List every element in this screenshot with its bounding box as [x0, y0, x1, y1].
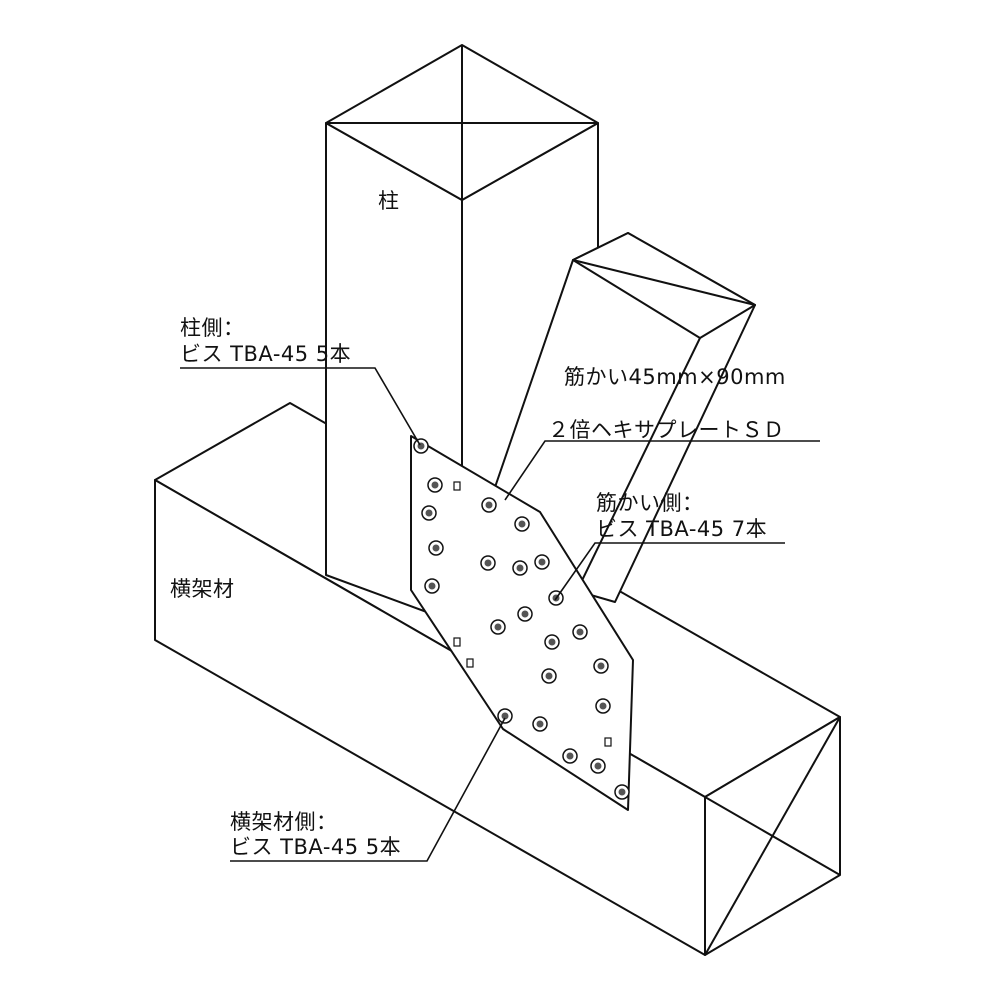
screw-head [480, 555, 496, 571]
screw-head [427, 477, 443, 493]
beam-label: 横架材 [170, 577, 235, 601]
screw-head [428, 540, 444, 556]
screw-head [424, 578, 440, 594]
hexa-plate [410, 435, 634, 811]
plate-slot [604, 737, 612, 747]
plate-label: ２倍ヘキサプレートＳＤ [548, 418, 785, 442]
leader-beam-side [230, 717, 506, 862]
screw-head [590, 758, 606, 774]
screw-head [512, 560, 528, 576]
column-side-label-line1: 柱側： [180, 316, 245, 340]
screw-head [532, 716, 548, 732]
column-label: 柱 [378, 189, 400, 213]
brace-end-diagonal [572, 259, 756, 306]
screw-head [490, 619, 506, 635]
plate-slot [466, 658, 474, 668]
leader-brace-side [554, 542, 785, 601]
screw-head [534, 554, 550, 570]
screw-head [481, 497, 497, 513]
screw-head [413, 438, 429, 454]
screw-group [413, 438, 630, 800]
leader-column-side [180, 367, 421, 446]
screw-head [517, 606, 533, 622]
screw-head [593, 658, 609, 674]
plate-slot [453, 481, 461, 491]
screw-head [421, 505, 437, 521]
screw-head [572, 624, 588, 640]
column-side-label-line2: ビス TBA-45 5本 [180, 342, 352, 366]
screw-head [595, 698, 611, 714]
slot-group [453, 481, 612, 747]
screw-head [562, 748, 578, 764]
beam-end-diagonal-2 [704, 716, 841, 956]
brace-side-label-line2: ビス TBA-45 7本 [596, 517, 768, 541]
screw-head [541, 668, 557, 684]
brace-side-label-line1: 筋かい側： [596, 491, 704, 515]
screw-head [514, 516, 530, 532]
plate-slot [453, 637, 461, 647]
beam-side-label-line1: 横架材側： [230, 810, 338, 834]
brace-label: 筋かい45mm×90mm [564, 365, 786, 389]
leader-plate [504, 440, 820, 501]
beam-side-label-line2: ビス TBA-45 5本 [230, 835, 402, 859]
screw-head [614, 784, 630, 800]
screw-head [497, 708, 513, 724]
screw-head [544, 634, 560, 650]
